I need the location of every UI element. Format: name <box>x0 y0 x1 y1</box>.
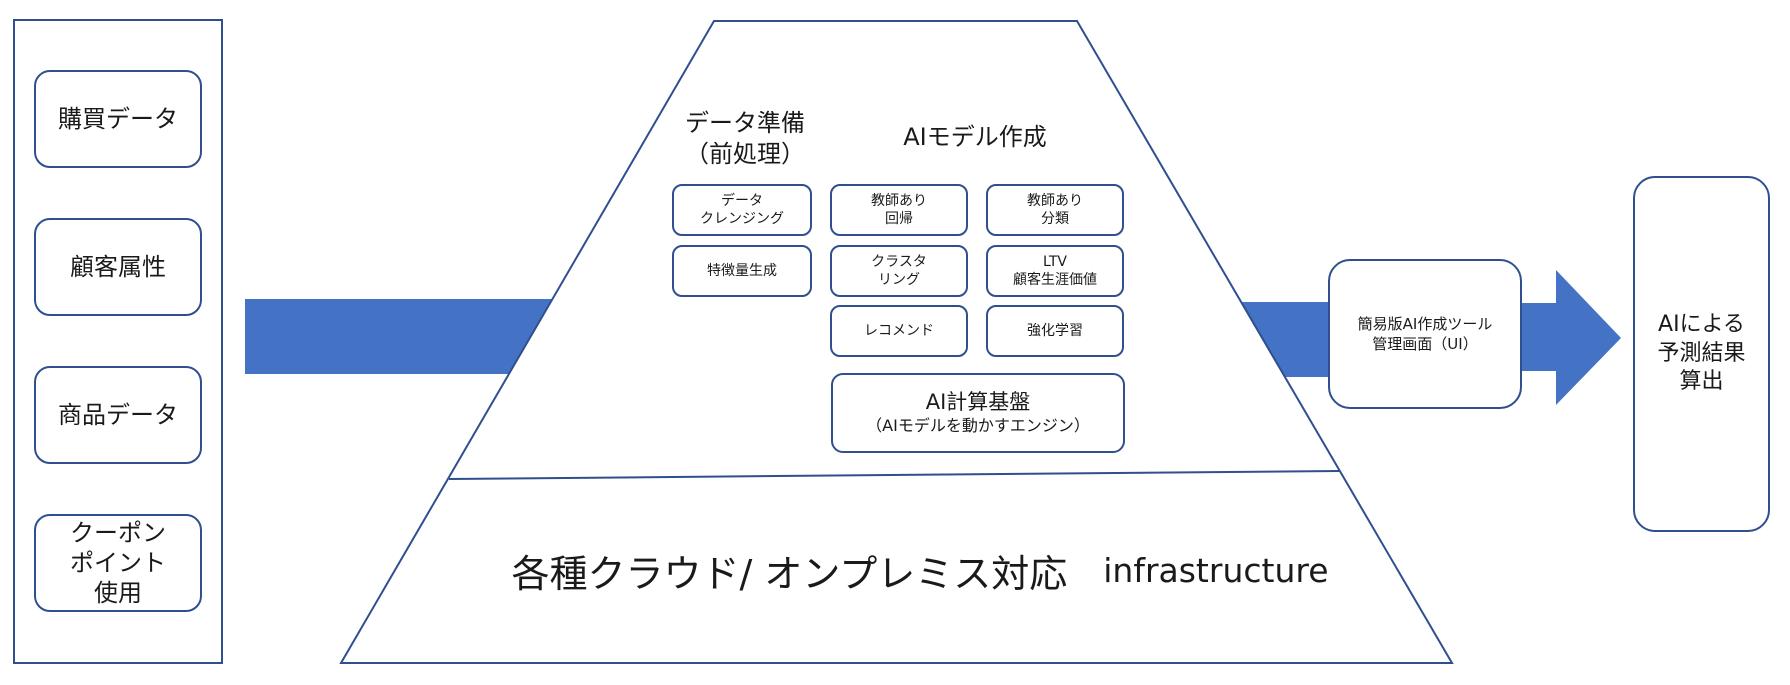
infrastructure-label-jp: 各種クラウド/ オンプレミス対応 <box>511 551 1068 596</box>
feature-generation-box: 特徴量生成 <box>672 245 812 297</box>
reinforcement-learning-box: 強化学習 <box>986 305 1124 357</box>
ltv-box: LTV 顧客生涯価値 <box>986 245 1124 297</box>
simple-ai-tool-box: 簡易版AI作成ツール 管理画面（UI） <box>1328 259 1522 409</box>
data-prep-title: データ準備 （前処理） <box>685 109 805 169</box>
source-purchase-data: 購買データ <box>34 70 202 168</box>
data-cleansing-box: データ クレンジング <box>672 184 812 236</box>
ai-compute-platform-box: AI計算基盤 （AIモデルを動かすエンジン） <box>831 373 1125 453</box>
infrastructure-label: 各種クラウド/ オンプレミス対応 infrastructure <box>470 540 1370 600</box>
result-arrow <box>1520 270 1621 405</box>
input-arrow <box>245 299 565 374</box>
source-customer-attributes: 顧客属性 <box>34 218 202 316</box>
ai-prediction-result-box: AIによる 予測結果 算出 <box>1633 176 1770 532</box>
engine-subtitle: （AIモデルを動かすエンジン） <box>866 416 1090 436</box>
platform-divider <box>448 470 1340 480</box>
clustering-box: クラスタ リング <box>830 245 968 297</box>
source-product-data: 商品データ <box>34 366 202 464</box>
source-coupon-point-usage: クーポン ポイント 使用 <box>34 514 202 612</box>
infrastructure-label-en: infrastructure <box>1103 550 1329 590</box>
supervised-regression-box: 教師あり 回帰 <box>830 184 968 236</box>
recommend-box: レコメンド <box>830 305 968 357</box>
engine-title: AI計算基盤 <box>925 389 1031 414</box>
model-creation-title: AIモデル作成 <box>903 123 1047 151</box>
supervised-classification-box: 教師あり 分類 <box>986 184 1124 236</box>
